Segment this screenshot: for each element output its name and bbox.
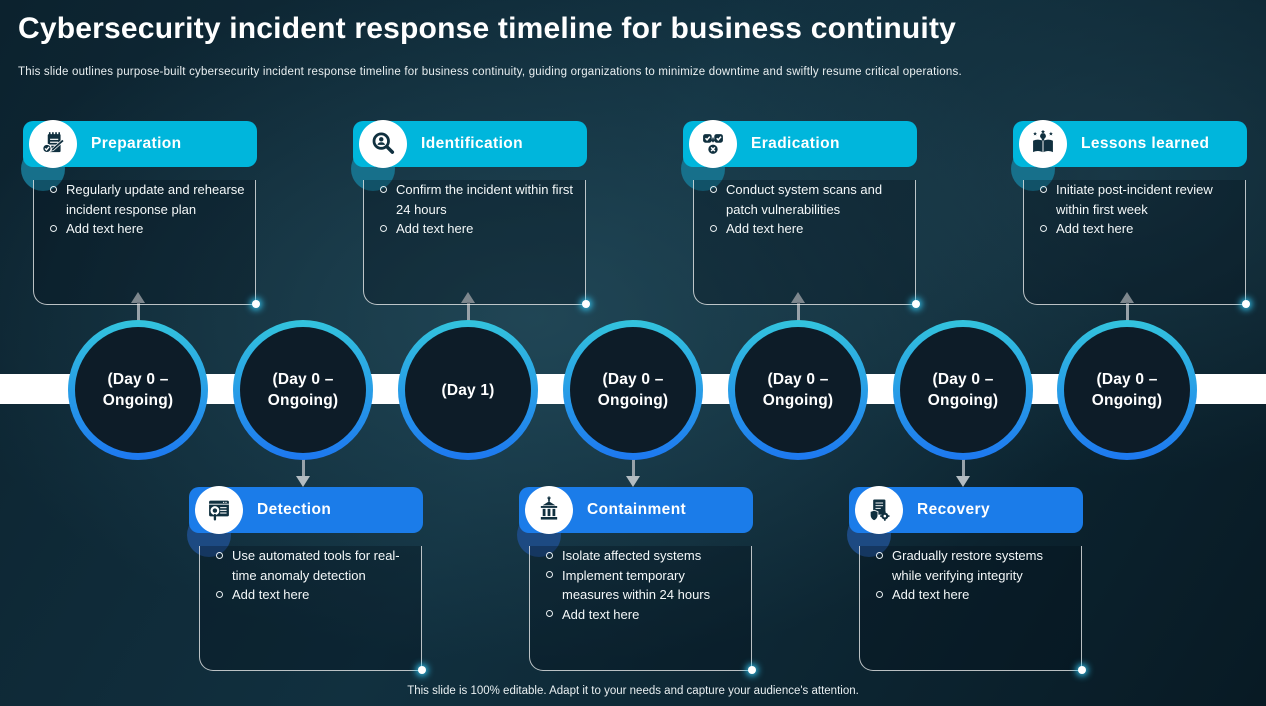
connector-arrow-up [1120, 292, 1134, 303]
connector-line [631, 454, 635, 477]
corner-dot [1078, 666, 1086, 674]
stage-body: Gradually restore systems while verifyin… [859, 546, 1086, 674]
timeline-node-label: (Day 0 – Ongoing) [1064, 327, 1190, 453]
stage-title: Lessons learned [1081, 135, 1210, 152]
bullet-item: Regularly update and rehearse incident r… [48, 180, 247, 219]
recovery-document-shield-gear-icon [855, 486, 903, 534]
containment-building-icon [525, 486, 573, 534]
stage-card-detection: Detection Use automated tools for real-t… [187, 486, 426, 674]
bullet-item: Isolate affected systems [544, 546, 743, 566]
stage-title: Containment [587, 501, 687, 518]
preparation-checklist-pencil-icon [29, 120, 77, 168]
timeline-node-recovery: (Day 0 – Ongoing) [893, 320, 1033, 460]
corner-dot [748, 666, 756, 674]
bullet-item: Add text here [214, 585, 413, 605]
connector-line [961, 454, 965, 477]
stage-card-lessons-learned: Lessons learned Initiate post-incident r… [1011, 120, 1250, 308]
timeline-node-label: (Day 0 – Ongoing) [900, 327, 1026, 453]
bullet-item: Add text here [1038, 219, 1237, 239]
bullet-list: Use automated tools for real-time anomal… [200, 546, 417, 605]
bullet-item: Use automated tools for real-time anomal… [214, 546, 413, 585]
stage-body: Initiate post-incident review within fir… [1023, 180, 1250, 308]
stage-card-containment: Containment Isolate affected systems Imp… [517, 486, 756, 674]
stage-title: Identification [421, 135, 524, 152]
bullet-item: Initiate post-incident review within fir… [1038, 180, 1237, 219]
timeline-node-label: (Day 0 – Ongoing) [735, 327, 861, 453]
stage-title: Recovery [917, 501, 990, 518]
bullet-list: Confirm the incident within first 24 hou… [364, 180, 581, 239]
connector-line [136, 302, 140, 324]
timeline-node-label: (Day 0 – Ongoing) [75, 327, 201, 453]
connector-arrow-down [626, 476, 640, 487]
timeline-node-label: (Day 0 – Ongoing) [570, 327, 696, 453]
timeline-node-label: (Day 0 – Ongoing) [240, 327, 366, 453]
footer-note: This slide is 100% editable. Adapt it to… [407, 685, 859, 697]
connector-arrow-up [461, 292, 475, 303]
bullet-item: Conduct system scans and patch vulnerabi… [708, 180, 907, 219]
timeline-node-eradication: (Day 0 – Ongoing) [728, 320, 868, 460]
detection-window-magnifier-icon [195, 486, 243, 534]
connector-line [466, 302, 470, 324]
bullet-item: Add text here [48, 219, 247, 239]
bullet-item: Add text here [708, 219, 907, 239]
stage-card-eradication: Eradication Conduct system scans and pat… [681, 120, 920, 308]
bullet-list: Regularly update and rehearse incident r… [34, 180, 251, 239]
timeline-node-detection: (Day 0 – Ongoing) [233, 320, 373, 460]
stage-header: Containment [519, 486, 753, 534]
connector-line [796, 302, 800, 324]
bullet-item: Confirm the incident within first 24 hou… [378, 180, 577, 219]
stage-body: Confirm the incident within first 24 hou… [363, 180, 590, 308]
timeline-node-identification: (Day 1) [398, 320, 538, 460]
stage-card-identification: Identification Confirm the incident with… [351, 120, 590, 308]
identification-magnifier-person-icon [359, 120, 407, 168]
stage-title: Detection [257, 501, 332, 518]
bullet-item: Add text here [378, 219, 577, 239]
stage-body: Conduct system scans and patch vulnerabi… [693, 180, 920, 308]
bullet-item: Gradually restore systems while verifyin… [874, 546, 1073, 585]
timeline-node-label: (Day 1) [405, 327, 531, 453]
eradication-checks-cross-icon [689, 120, 737, 168]
slide-subtitle: This slide outlines purpose-built cybers… [18, 66, 962, 78]
timeline-node-preparation: (Day 0 – Ongoing) [68, 320, 208, 460]
bullet-list: Initiate post-incident review within fir… [1024, 180, 1241, 239]
stage-body: Regularly update and rehearse incident r… [33, 180, 260, 308]
corner-dot [252, 300, 260, 308]
stage-title: Preparation [91, 135, 182, 152]
stage-body: Use automated tools for real-time anomal… [199, 546, 426, 674]
stage-header: Eradication [683, 120, 917, 168]
connector-line [1125, 302, 1129, 324]
stage-body: Isolate affected systems Implement tempo… [529, 546, 756, 674]
stage-card-recovery: Recovery Gradually restore systems while… [847, 486, 1086, 674]
connector-arrow-up [791, 292, 805, 303]
timeline-node-lessons: (Day 0 – Ongoing) [1057, 320, 1197, 460]
connector-arrow-down [956, 476, 970, 487]
stage-header: Recovery [849, 486, 1083, 534]
corner-dot [582, 300, 590, 308]
lessons-book-bulb-stars-icon [1019, 120, 1067, 168]
corner-dot [1242, 300, 1250, 308]
stage-header: Identification [353, 120, 587, 168]
connector-arrow-down [296, 476, 310, 487]
bullet-item: Implement temporary measures within 24 h… [544, 566, 743, 605]
stage-header: Detection [189, 486, 423, 534]
bullet-item: Add text here [874, 585, 1073, 605]
connector-line [301, 454, 305, 477]
bullet-list: Gradually restore systems while verifyin… [860, 546, 1077, 605]
bullet-item: Add text here [544, 605, 743, 625]
stage-header: Preparation [23, 120, 257, 168]
stage-header: Lessons learned [1013, 120, 1247, 168]
bullet-list: Conduct system scans and patch vulnerabi… [694, 180, 911, 239]
stage-title: Eradication [751, 135, 840, 152]
corner-dot [418, 666, 426, 674]
bullet-list: Isolate affected systems Implement tempo… [530, 546, 747, 624]
corner-dot [912, 300, 920, 308]
slide-title: Cybersecurity incident response timeline… [18, 12, 957, 45]
connector-arrow-up [131, 292, 145, 303]
stage-card-preparation: Preparation Regularly update and rehears… [21, 120, 260, 308]
timeline-node-containment: (Day 0 – Ongoing) [563, 320, 703, 460]
